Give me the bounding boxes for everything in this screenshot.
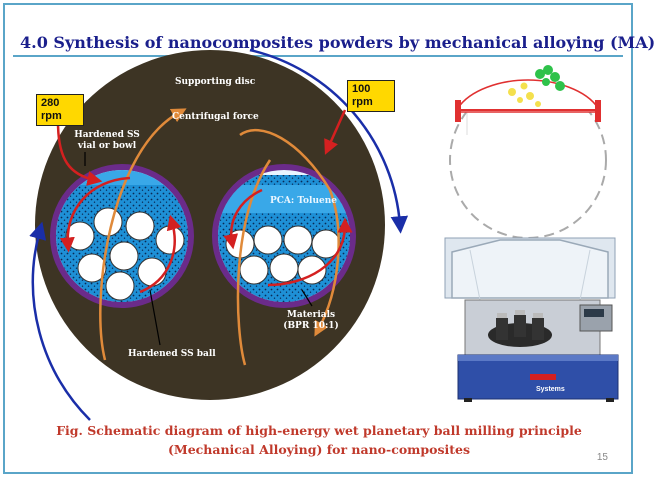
figure-caption-line-1: Fig. Schematic diagram of high-energy we… — [56, 423, 582, 438]
slide-frame — [3, 3, 633, 474]
vial-rotation-arrow-left-2 — [139, 214, 182, 294]
ball-leader — [149, 289, 161, 346]
materials-label: Materials (BPR 10:1) — [283, 310, 339, 331]
pca-label: PCA: Toluene — [270, 196, 337, 206]
figure-caption-line-2: (Mechanical Alloying) for nano-composite… — [167, 442, 471, 457]
rpm-left-text: 280 rpm — [41, 97, 62, 122]
hardened-ball-label: Hardened SS ball — [128, 349, 216, 359]
centrifugal-arrow-right-top — [239, 128, 340, 337]
supporting-disc — [35, 50, 385, 400]
ball-trajectory-schematic — [449, 65, 607, 239]
disc-rotation-arrow-top — [249, 48, 409, 234]
machine-brand-label: Systems — [536, 386, 565, 393]
slide-title: 4.0 Synthesis of nanocomposites powders … — [20, 33, 655, 52]
rpm-left-box: 280 rpm — [36, 94, 84, 126]
ball-mill-machine-image — [444, 237, 619, 402]
supporting-disc-label: Supporting disc — [175, 77, 256, 87]
vial-rotation-arrow-left — [59, 176, 131, 253]
centrifugal-force-label: Centrifugal force — [172, 112, 259, 122]
vial-label: Hardened SS vial or bowl — [74, 130, 140, 151]
title-rule — [13, 55, 623, 57]
page-number: 15 — [596, 452, 608, 463]
rpm-right-text: 100 rpm — [352, 83, 373, 108]
rpm-left-pointer — [56, 121, 103, 186]
milling-diagram: Systems — [29, 48, 619, 421]
materials-leader — [301, 289, 313, 307]
rpm-right-box: 100 rpm — [347, 80, 395, 112]
rpm-right-pointer — [324, 109, 347, 155]
vial-rotation-arrow-right-2 — [267, 217, 353, 287]
vial-rotation-arrow-right — [223, 188, 263, 250]
centrifugal-arrow-left — [99, 108, 187, 361]
centrifugal-arrow-right — [236, 159, 272, 366]
disc-rotation-arrow-left — [29, 221, 91, 421]
